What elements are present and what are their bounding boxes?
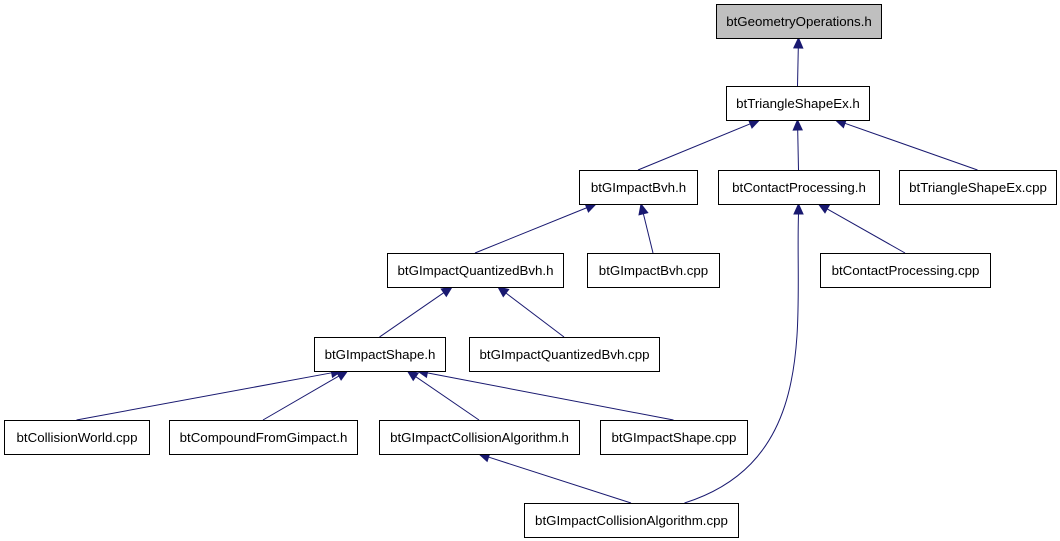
node-label: btContactProcessing.cpp: [832, 263, 980, 278]
edge-btcompoundfromgimpact-h-to-btgimpactshape-h: [262, 370, 349, 421]
edge-line: [488, 456, 632, 504]
node-box: [899, 170, 1057, 205]
edge-arrowhead: [792, 118, 803, 131]
node-btgimpactbvh-cpp[interactable]: btGImpactBvh.cpp: [587, 253, 720, 288]
edge-line: [415, 376, 480, 421]
node-label: btGImpactCollisionAlgorithm.h: [390, 430, 569, 445]
edge-line: [379, 292, 445, 338]
node-label: btContactProcessing.h: [732, 180, 866, 195]
edge-bttriangleshapeex-cpp-to-bttriangleshapeex-h: [834, 118, 978, 171]
node-label: btGImpactShape.cpp: [612, 430, 737, 445]
edge-line: [474, 207, 587, 254]
edge-btcontactprocessing-h-to-bttriangleshapeex-h: [792, 118, 803, 171]
node-label: btCollisionWorld.cpp: [17, 430, 138, 445]
edge-arrowhead: [497, 286, 510, 298]
node-box: [726, 86, 870, 121]
node-btcontactprocessing-cpp[interactable]: btContactProcessing.cpp: [820, 253, 991, 288]
node-box: [169, 420, 358, 455]
node-box: [600, 420, 748, 455]
node-btgimpactquantizedbvh-h[interactable]: btGImpactQuantizedBvh.h: [387, 253, 564, 288]
node-btgimpactbvh-h[interactable]: btGImpactBvh.h: [579, 170, 698, 205]
node-box: [387, 253, 564, 288]
node-bttriangleshapeex-cpp[interactable]: btTriangleShapeEx.cpp: [899, 170, 1057, 205]
edge-line: [844, 122, 978, 171]
edge-btcollisionworld-cpp-to-btgimpactshape-h: [76, 367, 343, 421]
edge-btgimpactshape-h-to-btgimpactquantizedbvh-h: [379, 286, 454, 338]
node-box: [718, 170, 880, 205]
edge-line: [797, 47, 799, 87]
node-label: btGImpactBvh.cpp: [599, 263, 708, 278]
edge-line: [684, 213, 799, 504]
edge-line: [797, 129, 799, 171]
node-label: btGImpactShape.h: [325, 347, 436, 362]
node-btcompoundfromgimpact-h[interactable]: btCompoundFromGimpact.h: [169, 420, 358, 455]
edge-btgimpactbvh-cpp-to-btgimpactbvh-h: [638, 202, 654, 254]
node-btcollisionworld-cpp[interactable]: btCollisionWorld.cpp: [4, 420, 150, 455]
edge-arrowhead: [793, 36, 804, 49]
node-label: btGImpactCollisionAlgorithm.cpp: [535, 513, 728, 528]
node-label: btGeometryOperations.h: [726, 14, 872, 29]
node-box: [579, 170, 698, 205]
edge-line: [76, 372, 332, 421]
node-box: [524, 503, 739, 538]
node-box: [587, 253, 720, 288]
node-label: btCompoundFromGimpact.h: [180, 430, 348, 445]
edge-btgimpactquantizedbvh-cpp-to-btgimpactquantizedbvh-h: [497, 286, 565, 338]
node-btgimpactcollisionalgorithm-cpp[interactable]: btGImpactCollisionAlgorithm.cpp: [524, 503, 739, 538]
edges-layer: [76, 36, 978, 504]
edge-bttriangleshapeex-h-to-btgeometryoperations-h: [793, 36, 804, 87]
edge-line: [505, 292, 565, 338]
edge-line: [637, 123, 751, 171]
node-label: btGImpactQuantizedBvh.cpp: [480, 347, 650, 362]
nodes-layer: btGeometryOperations.h btTriangleShapeEx.…: [4, 4, 1057, 538]
node-btgimpactshape-h[interactable]: btGImpactShape.h: [314, 337, 446, 372]
edge-arrowhead: [638, 202, 649, 216]
node-label: btGImpactQuantizedBvh.h: [398, 263, 554, 278]
edge-btgimpactcollisionalgorithm-cpp-to-btgimpactcollisionalgorithm-h: [477, 452, 632, 504]
node-btgimpactshape-cpp[interactable]: btGImpactShape.cpp: [600, 420, 748, 455]
node-btcontactprocessing-h[interactable]: btContactProcessing.h: [718, 170, 880, 205]
edge-arrowhead: [335, 370, 349, 381]
edge-btgimpactbvh-h-to-bttriangleshapeex-h: [637, 119, 761, 171]
node-btgeometryoperations-h[interactable]: btGeometryOperations.h: [716, 4, 882, 39]
edge-btgimpactcollisionalgorithm-cpp-to-btcontactprocessing-h: [684, 202, 804, 504]
edge-arrowhead: [817, 203, 831, 214]
edge-btgimpactshape-cpp-to-btgimpactshape-h: [416, 367, 674, 421]
edge-line: [642, 213, 654, 254]
edge-arrowhead: [793, 202, 804, 215]
node-btgimpactcollisionalgorithm-h[interactable]: btGImpactCollisionAlgorithm.h: [379, 420, 580, 455]
edge-btgimpactcollisionalgorithm-h-to-btgimpactshape-h: [406, 370, 480, 421]
node-box: [716, 4, 882, 39]
node-box: [314, 337, 446, 372]
edge-btcontactprocessing-cpp-to-btcontactprocessing-h: [817, 203, 906, 254]
node-box: [469, 337, 660, 372]
node-box: [379, 420, 580, 455]
node-btgimpactquantizedbvh-cpp[interactable]: btGImpactQuantizedBvh.cpp: [469, 337, 660, 372]
edge-line: [826, 208, 906, 254]
node-label: btTriangleShapeEx.h: [736, 96, 860, 111]
node-box: [820, 253, 991, 288]
edge-arrowhead: [406, 370, 420, 382]
edge-line: [262, 375, 340, 421]
node-label: btTriangleShapeEx.cpp: [909, 180, 1047, 195]
node-label: btGImpactBvh.h: [591, 180, 686, 195]
node-box: [4, 420, 150, 455]
edge-btgimpactquantizedbvh-h-to-btgimpactbvh-h: [474, 203, 598, 254]
node-bttriangleshapeex-h[interactable]: btTriangleShapeEx.h: [726, 86, 870, 121]
edge-line: [427, 372, 674, 421]
edge-arrowhead: [440, 286, 454, 298]
